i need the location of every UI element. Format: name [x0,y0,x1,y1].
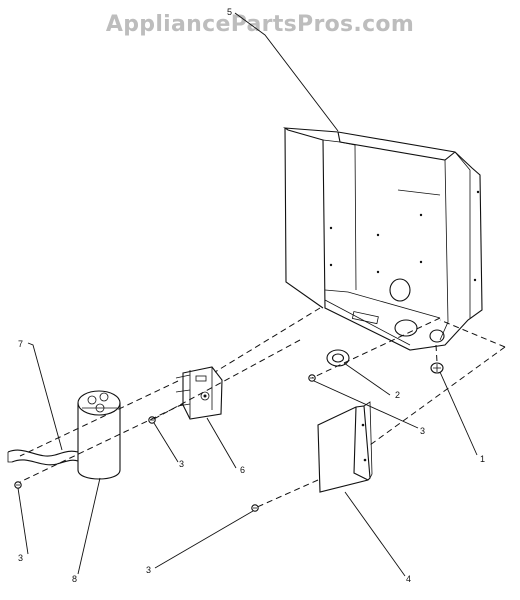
callout-4: 4 [406,574,411,584]
callout-7: 7 [18,339,23,349]
bushing-part-1 [430,362,444,374]
callout-3-strap-screw: 3 [18,553,23,563]
screw-near-bracket [251,504,259,512]
control-box-housing [282,127,483,351]
callout-5: 5 [227,7,232,17]
callout-3-relay-screw: 3 [179,459,184,469]
assembly-lines [19,307,506,509]
strap-bracket-part-7 [7,449,79,466]
callout-3-bracket-screw: 3 [146,565,151,575]
grommet-part-2 [326,349,350,367]
callout-3-grommet-screw: 3 [420,426,425,436]
screw-near-relay [148,416,156,424]
leader-lines [17,12,478,577]
screw-near-strap [14,481,22,489]
callout-1: 1 [480,454,485,464]
relay-part-6 [175,366,223,420]
callout-8: 8 [72,574,77,584]
watermark-text: AppliancePartsPros.com [105,12,415,37]
callout-2: 2 [395,390,400,400]
callout-6: 6 [240,465,245,475]
capacitor-part-8 [77,390,121,480]
mounting-bracket-part-4 [317,401,373,493]
